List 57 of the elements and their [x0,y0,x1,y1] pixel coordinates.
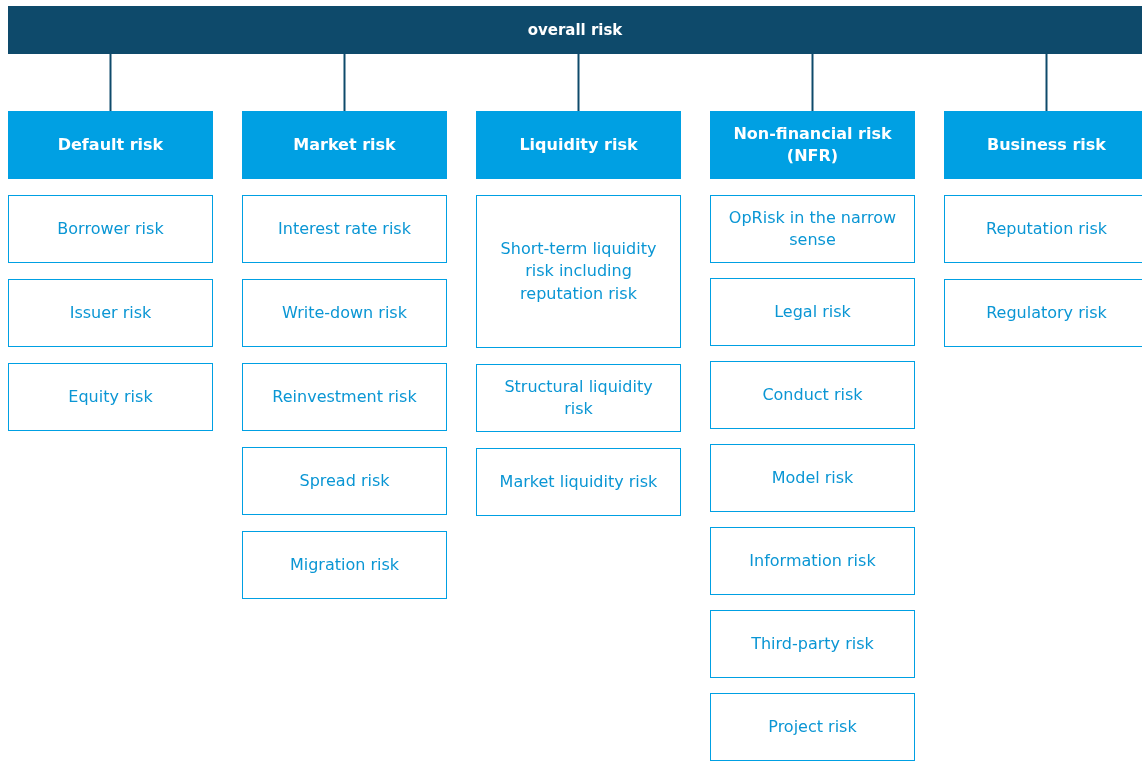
connector-line [577,53,580,112]
risk-box [242,447,447,515]
node-label: overall risk [527,19,623,41]
category-header [8,111,213,179]
risk-box [710,361,915,429]
node-label: Model risk [771,466,854,489]
node-label: Equity risk [68,385,153,408]
risk-box [8,195,213,263]
category-header [242,111,447,179]
risk-box [476,195,681,348]
category-header [710,111,915,179]
risk-box [710,195,915,263]
risk-box [476,364,681,432]
node-label: Borrower risk [57,217,164,240]
title-bar [8,6,1142,54]
node-label: Non-financial risk (NFR) [732,122,893,167]
node-label: Liquidity risk [519,133,638,156]
risk-box [710,610,915,678]
node-label: Market risk [293,133,396,156]
node-label: Regulatory risk [986,301,1107,324]
risk-box [242,363,447,431]
node-label: Structural liquidity risk [503,375,654,420]
node-label: Market liquidity risk [499,470,658,493]
connector-line [1045,53,1048,112]
node-label: Conduct risk [762,383,863,406]
node-label: Interest rate risk [278,217,411,240]
risk-box [710,444,915,512]
risk-box [710,693,915,761]
category-header [476,111,681,179]
node-label: Default risk [57,133,164,156]
connector-line [811,53,814,112]
node-label: Third-party risk [751,632,874,655]
node-label: Issuer risk [69,301,152,324]
risk-box [476,448,681,516]
risk-box [710,278,915,346]
node-label: Legal risk [774,300,851,323]
node-label: OpRisk in the narrow sense [727,206,898,251]
risk-box [8,363,213,431]
node-label: Reputation risk [986,217,1107,240]
risk-box [8,279,213,347]
risk-box [944,279,1142,347]
connector-line [343,53,346,112]
risk-box [242,531,447,599]
node-label: Information risk [749,549,876,572]
node-label: Spread risk [299,469,390,492]
node-label: Write-down risk [282,301,407,324]
node-label: Reinvestment risk [272,385,417,408]
risk-box [944,195,1142,263]
connector-line [109,53,112,112]
node-label: Short-term liquidity risk including reputation risk [499,237,658,305]
risk-box [242,195,447,263]
node-label: Migration risk [289,553,400,576]
node-label: Business risk [987,133,1106,156]
node-label: Project risk [768,715,857,738]
category-header [944,111,1142,179]
risk-box [242,279,447,347]
risk-box [710,527,915,595]
